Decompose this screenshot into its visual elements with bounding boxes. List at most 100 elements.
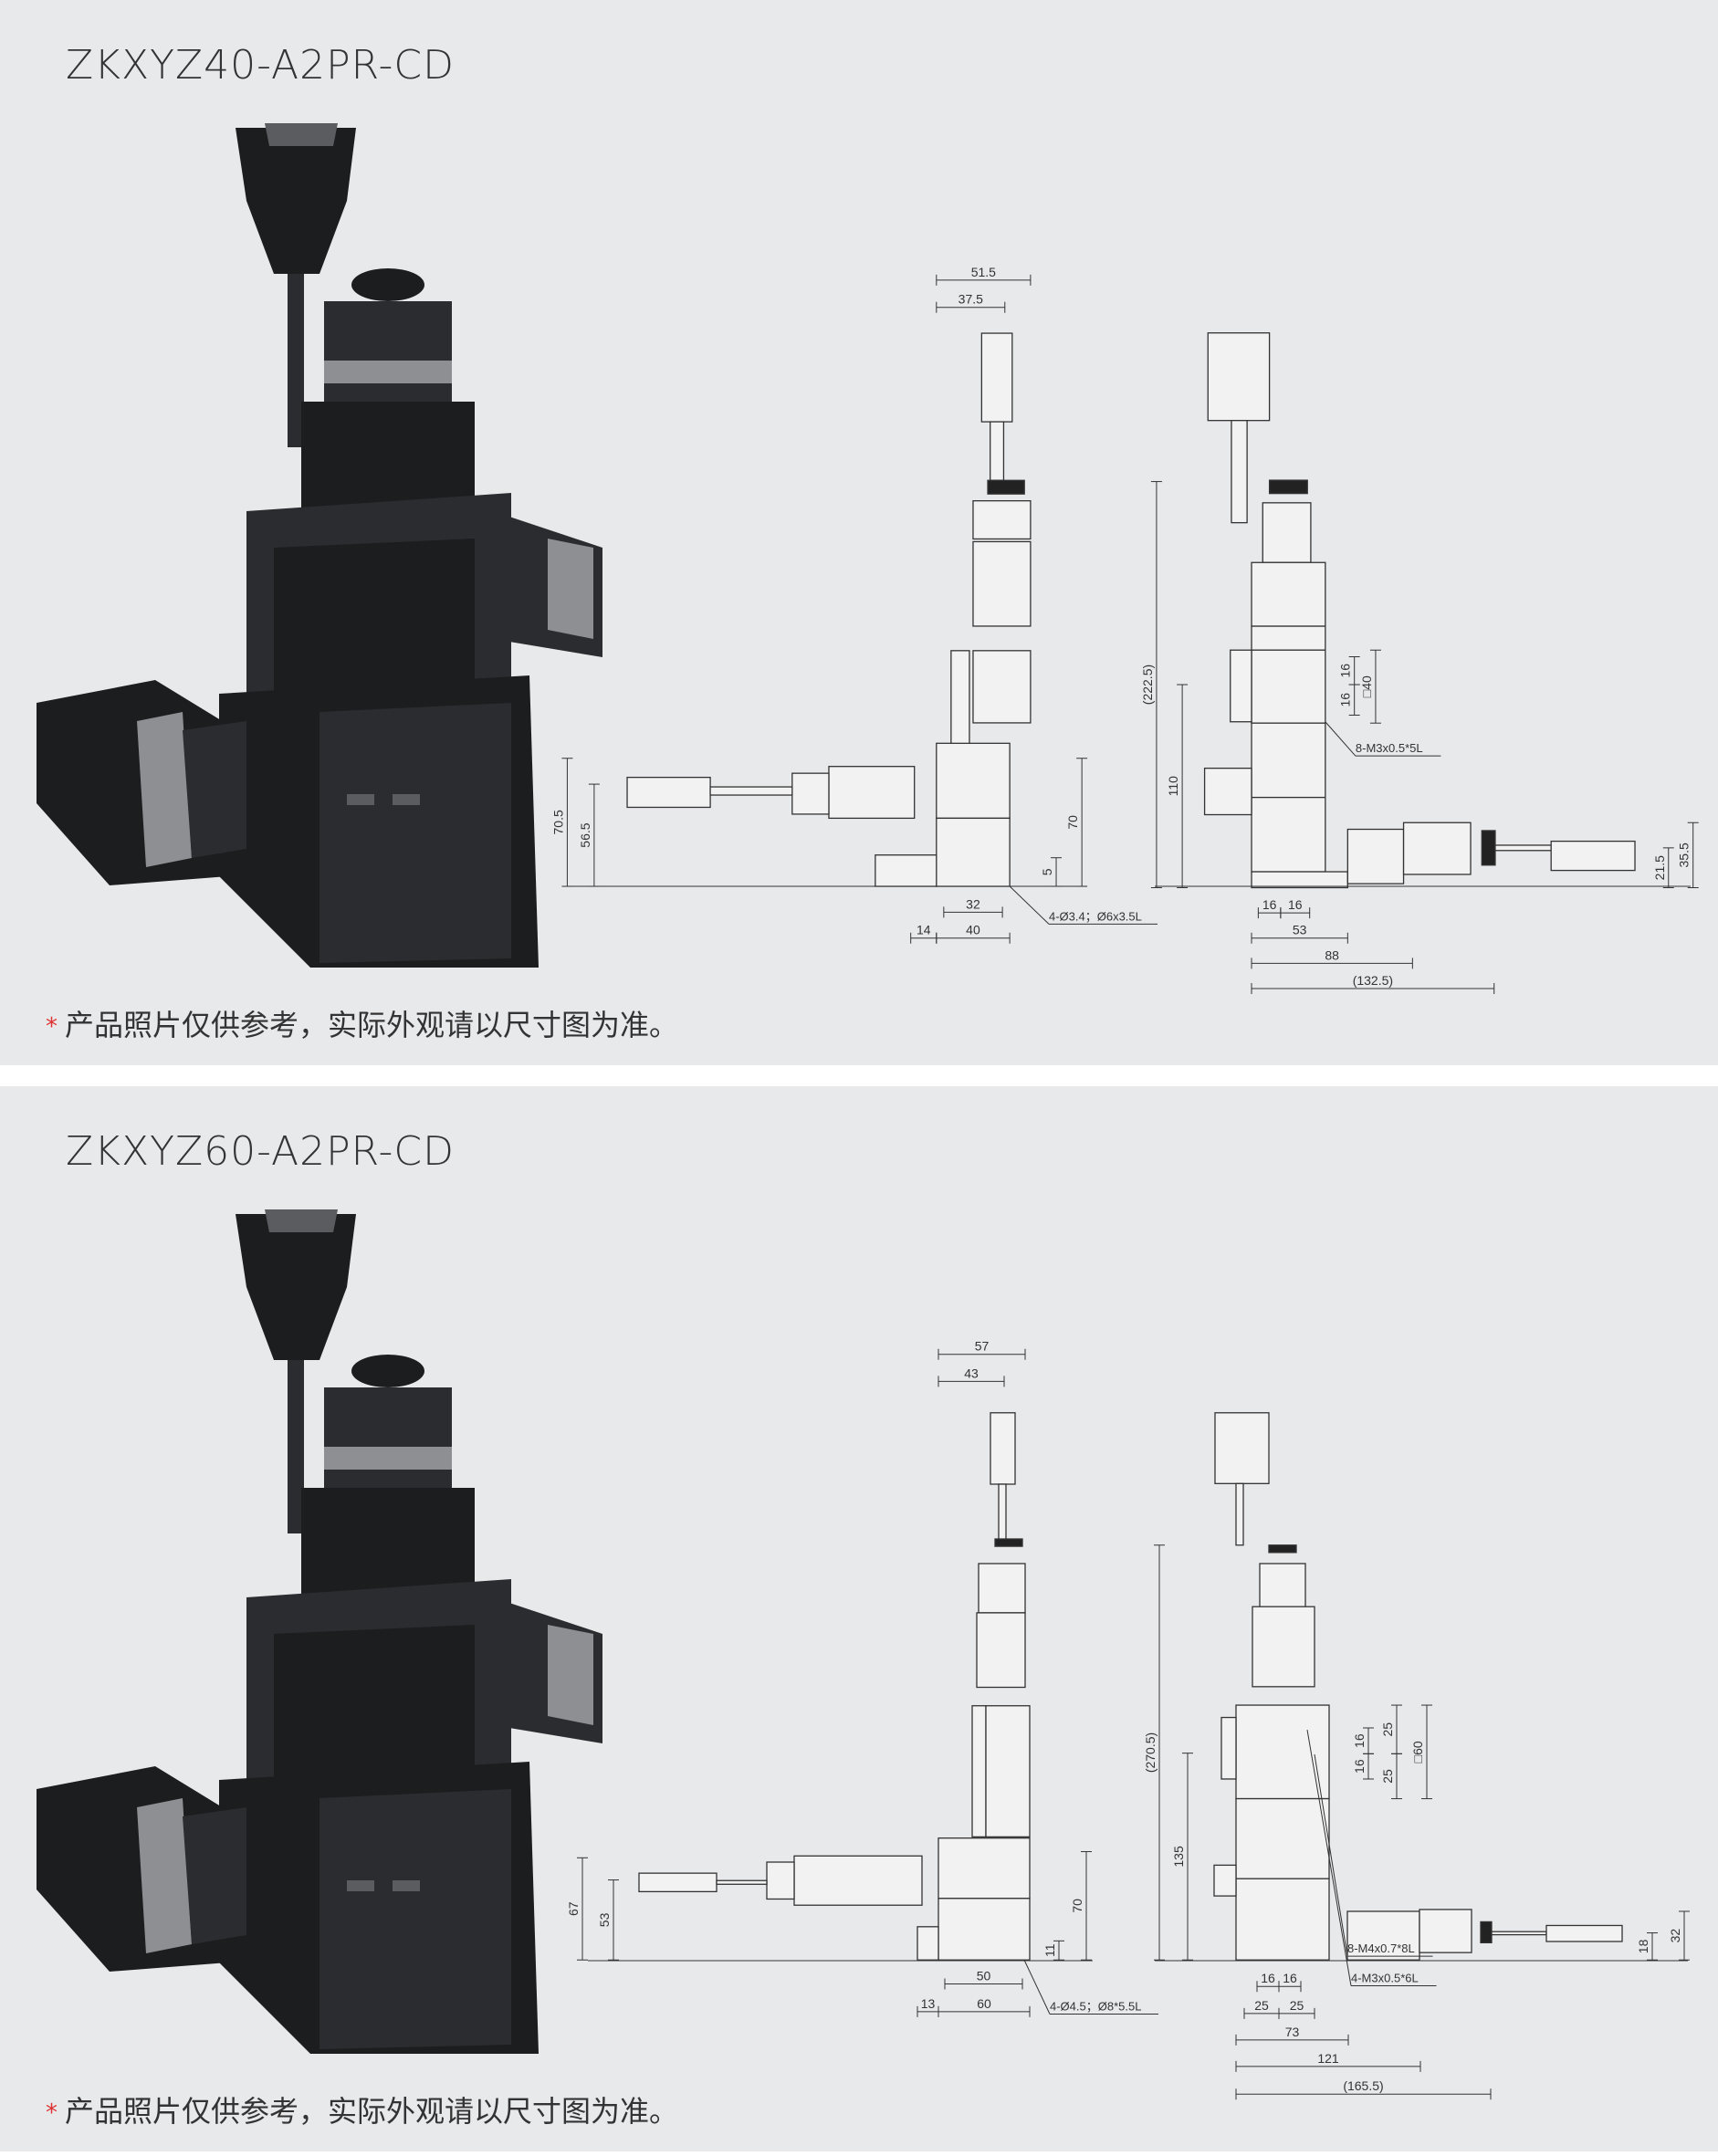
drawing-part <box>626 776 711 809</box>
product-photo <box>37 123 602 968</box>
product-title: ZKXYZ40-A2PR-CD <box>66 42 455 89</box>
asterisk-icon: * <box>46 1013 58 1041</box>
drawing-part <box>1262 502 1312 563</box>
drawing-part <box>971 1705 987 1838</box>
dimension-label: 135 <box>1171 1846 1186 1868</box>
dimension-label: 56.5 <box>578 822 592 847</box>
stage-body <box>265 1209 338 1232</box>
knob-icon <box>351 268 424 301</box>
drawing-part <box>1235 1797 1330 1879</box>
drawing-part <box>1203 767 1252 816</box>
drawing-part <box>638 1872 718 1893</box>
stage-body <box>548 539 593 639</box>
drawing-part <box>1207 332 1271 422</box>
product-illustration-xyz40: 51.537.570.556.57053240144-Ø3.4；Ø6x3.5L(… <box>37 123 1699 994</box>
drawing-part <box>1268 1544 1297 1554</box>
dimension-label: 60 <box>977 1996 991 2011</box>
drawing-part <box>1481 830 1496 866</box>
dimension-label: 16 <box>1262 897 1277 912</box>
dimension-label: 121 <box>1317 2051 1339 2066</box>
dimension-label: 11 <box>1042 1943 1057 1957</box>
stage-body <box>236 1214 356 1360</box>
drawing-part <box>1346 828 1405 884</box>
drawing-part <box>1230 649 1252 723</box>
dimension-label: 70 <box>1070 1899 1084 1913</box>
dimension-label: 25 <box>1380 1769 1395 1784</box>
drawing-part <box>972 650 1032 724</box>
product-photo <box>37 1209 602 2054</box>
product-title: ZKXYZ60-A2PR-CD <box>66 1128 455 1175</box>
drawing-part <box>1480 1921 1493 1943</box>
drawing-part <box>998 1483 1007 1546</box>
dimension-label: 25 <box>1380 1722 1395 1737</box>
screw-icon <box>393 1880 420 1891</box>
drawing-part <box>1251 625 1326 651</box>
drawing-part <box>1346 1910 1420 1961</box>
stage-body <box>183 1807 246 1944</box>
drawing-part <box>1251 871 1348 889</box>
dimension-label: (222.5) <box>1140 665 1155 705</box>
drawing-part <box>950 650 970 747</box>
dimension-label: 50 <box>977 1969 991 1983</box>
technical-drawing <box>626 332 1032 887</box>
drawing-part <box>1213 1864 1237 1897</box>
callout-label: 8-M4x0.7*8L <box>1347 1941 1415 1955</box>
stage-body <box>236 128 356 274</box>
dimension-label: 67 <box>566 1901 581 1916</box>
drawing-part <box>875 854 938 887</box>
dimension-label: 73 <box>1285 2025 1300 2039</box>
drawing-part <box>936 742 1011 820</box>
drawing-part <box>709 786 793 796</box>
dimension-label: 16 <box>1288 897 1303 912</box>
drawing-part <box>938 1837 1031 1900</box>
dimension-label: 37.5 <box>959 292 983 307</box>
dimension-label: 16 <box>1352 1759 1367 1774</box>
dimension-label: 18 <box>1636 1939 1650 1953</box>
drawing-part <box>1494 844 1552 852</box>
drawing-part <box>1251 649 1326 724</box>
dimension-label: 32 <box>966 896 980 911</box>
drawing-part <box>1419 1909 1472 1953</box>
dimension-label: 53 <box>597 1912 612 1927</box>
drawing-part <box>972 500 1032 540</box>
dimension-label: 32 <box>1668 1929 1682 1943</box>
dimension-label: 13 <box>921 1996 936 2011</box>
drawing-part <box>828 766 916 820</box>
disclaimer-note: *产品照片仅供参考，实际外观请以尺寸图为准。 <box>46 1002 678 1044</box>
screw-icon <box>347 794 374 805</box>
leader-line <box>1306 1729 1352 1986</box>
stage-body <box>324 1387 452 1488</box>
dimension-label: 53 <box>1293 923 1307 937</box>
drawing-part <box>938 1898 1031 1961</box>
callout-label: 8-M3x0.5*5L <box>1356 741 1423 755</box>
asterisk-icon: * <box>46 2099 58 2127</box>
drawing-part <box>976 1612 1026 1689</box>
dimension-label: 16 <box>1283 1971 1297 1985</box>
drawing-part <box>1251 722 1326 799</box>
disclaimer-text: 产品照片仅供参考，实际外观请以尺寸图为准。 <box>65 1008 679 1042</box>
dimension-label: (132.5) <box>1353 973 1393 988</box>
stage-body <box>137 1798 192 1953</box>
disclaimer-note: *产品照片仅供参考，实际外观请以尺寸图为准。 <box>46 2088 678 2130</box>
stage-body <box>324 1447 452 1470</box>
disclaimer-text: 产品照片仅供参考，实际外观请以尺寸图为准。 <box>65 2094 679 2129</box>
drawing-part <box>972 540 1032 627</box>
drawing-part <box>1251 796 1326 873</box>
stage-body <box>324 361 452 383</box>
drawing-part <box>1235 1704 1330 1800</box>
dimension-label: (270.5) <box>1143 1732 1158 1773</box>
callout-label: 4-M3x0.5*6L <box>1351 1972 1419 1985</box>
stage-body <box>320 1789 511 2049</box>
drawing-part <box>1550 840 1636 872</box>
drawing-part <box>936 817 1011 887</box>
stage-body <box>320 703 511 963</box>
dimension-label: 16 <box>1338 664 1353 678</box>
cable-rod <box>288 274 304 447</box>
stage-body <box>183 721 246 858</box>
dimension-label: □40 <box>1359 675 1374 697</box>
technical-drawing <box>1203 332 1636 889</box>
dimension-label: 57 <box>975 1339 990 1354</box>
screw-icon <box>393 794 420 805</box>
